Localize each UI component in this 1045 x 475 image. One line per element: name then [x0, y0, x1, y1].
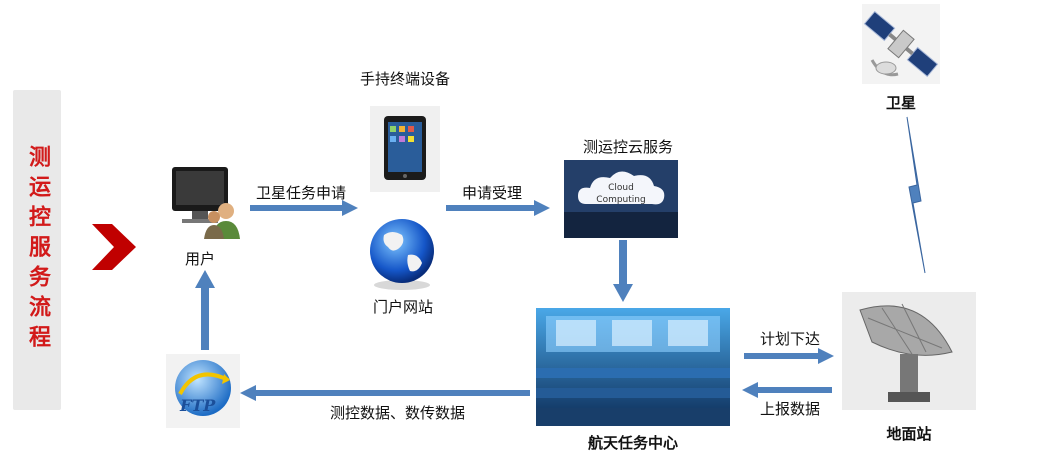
- ground-station-image: [842, 292, 976, 410]
- satellite-image: [862, 4, 940, 84]
- handheld-label: 手持终端设备: [359, 70, 450, 88]
- edge-apply-label: 卫星任务申请: [256, 184, 347, 202]
- edge-report-label: 上报数据: [760, 400, 821, 418]
- ftp-globe-icon: [175, 360, 231, 416]
- ftp-label: FTP: [180, 396, 216, 415]
- arrow-down: [613, 240, 633, 302]
- user-label: 用户: [184, 250, 215, 268]
- cloud-label: 测运控云服务: [582, 138, 673, 156]
- portal-node: [362, 213, 442, 291]
- arrow-data: [240, 385, 530, 401]
- tablet-image: [370, 106, 440, 192]
- arrow-apply: [250, 200, 358, 216]
- tablet-icon: [384, 116, 426, 180]
- computer-user-icon: [172, 167, 240, 239]
- user-node: [168, 163, 246, 243]
- cloud-image: Cloud Computing: [564, 160, 678, 238]
- ground-label: 地面站: [886, 425, 932, 443]
- radar-dish-icon: [842, 292, 976, 410]
- portal-label: 门户网站: [372, 298, 433, 316]
- arrow-report: [742, 382, 832, 398]
- satellite-icon: [863, 10, 939, 78]
- arrow-accept: [446, 200, 550, 216]
- page-title: 测运控服务流程: [13, 100, 61, 400]
- cloud-inner-text: Cloud Computing: [596, 183, 646, 205]
- mission-center-image: [536, 308, 730, 426]
- control-room-icon: [536, 308, 730, 426]
- arrow-plan: [744, 348, 834, 364]
- title-text: 测运控服务流程: [25, 145, 50, 355]
- ftp-node: FTP: [166, 354, 240, 428]
- edge-data-label: 测控数据、数传数据: [330, 404, 466, 422]
- title-bar: [13, 90, 61, 410]
- lightning-link-icon: [906, 116, 926, 274]
- arrow-up: [195, 270, 215, 350]
- mission-center-label: 航天任务中心: [587, 434, 678, 452]
- edge-accept-label: 申请受理: [462, 184, 523, 202]
- edge-plan-label: 计划下达: [760, 330, 821, 348]
- satellite-label: 卫星: [885, 94, 916, 112]
- cloud-icon: [564, 160, 678, 238]
- globe-icon: [370, 219, 434, 290]
- chevron-right-icon: [92, 224, 136, 270]
